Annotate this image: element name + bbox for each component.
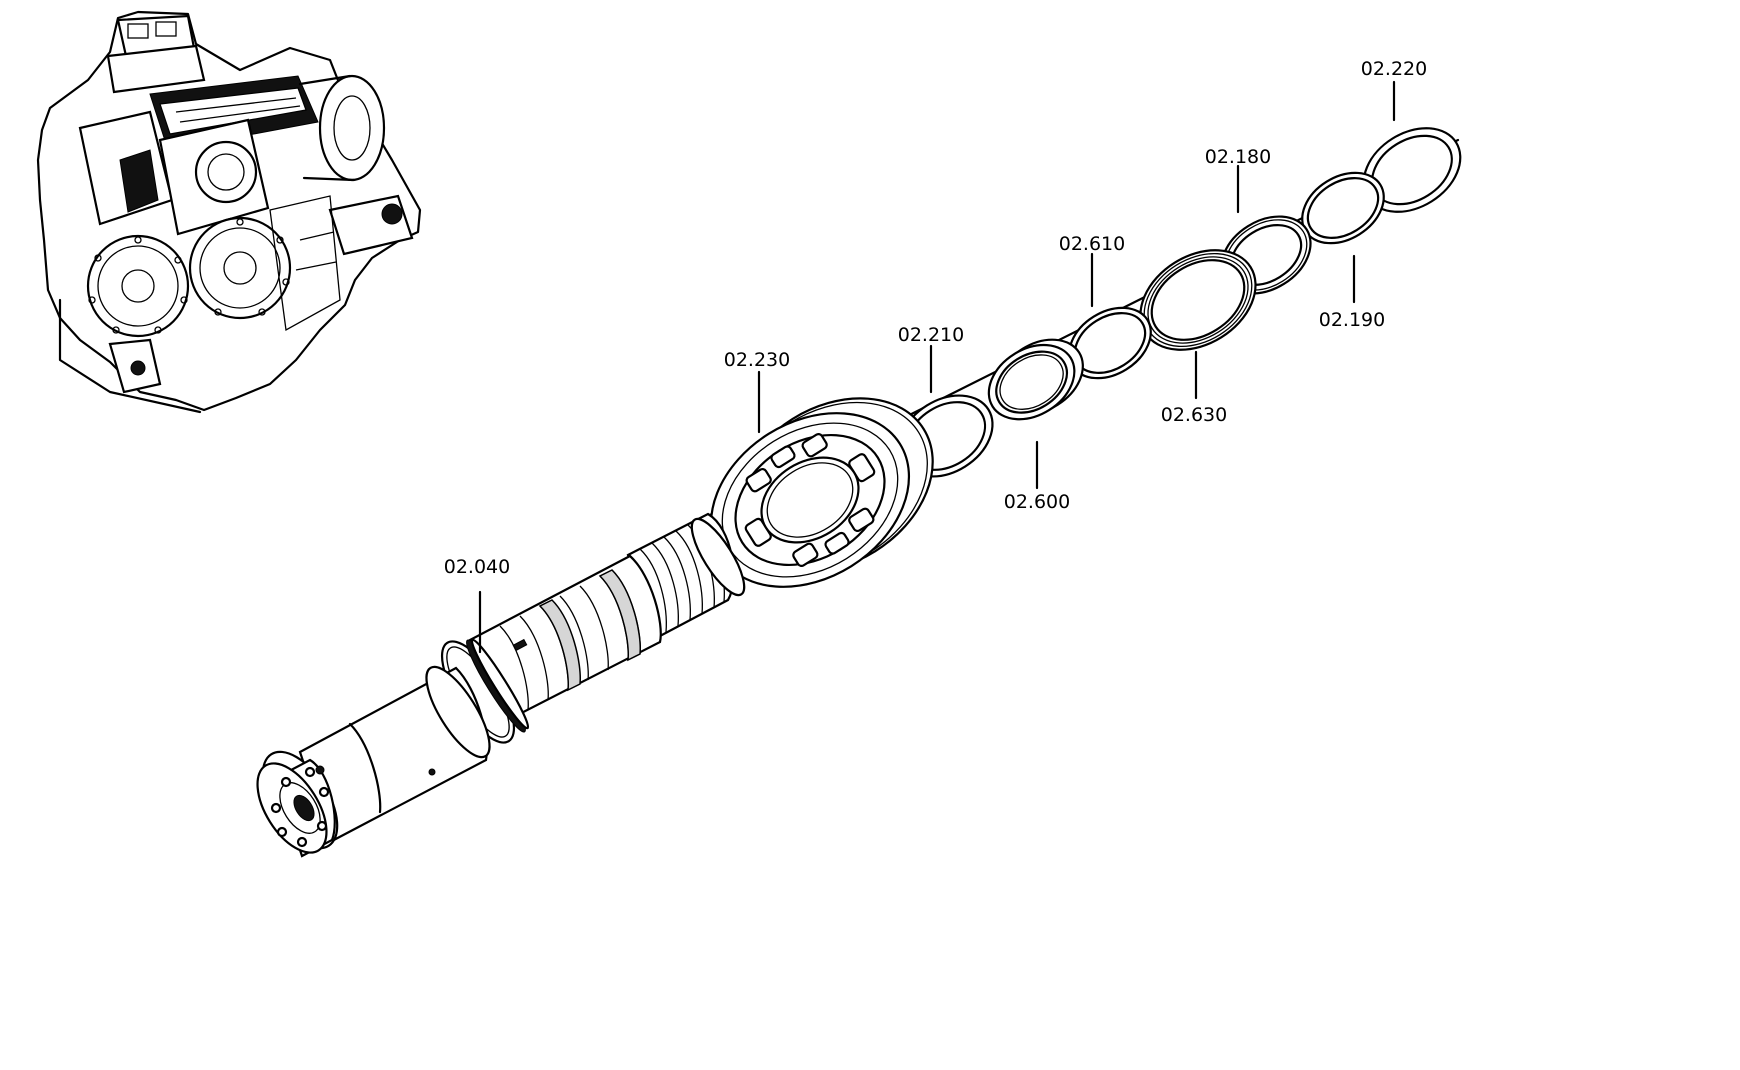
label-02-040: 02.040 xyxy=(444,556,510,578)
part-02-220-ring xyxy=(1362,127,1462,213)
label-02-220: 02.220 xyxy=(1361,58,1427,80)
part-02-630-seal-ring xyxy=(1139,249,1257,351)
part-02-230-roller-bearing xyxy=(709,397,934,588)
assembly-overview-thumbnail xyxy=(36,10,422,414)
label-02-600: 02.600 xyxy=(1004,491,1070,513)
label-02-190: 02.190 xyxy=(1319,309,1385,331)
label-02-180: 02.180 xyxy=(1205,146,1271,168)
part-02-610-o-ring xyxy=(1068,306,1152,380)
label-02-230: 02.230 xyxy=(724,349,790,371)
leader-lines xyxy=(478,80,1396,654)
part-02-190-snap-ring xyxy=(1301,171,1385,245)
part-02-600-sleeve xyxy=(987,338,1084,421)
label-02-210: 02.210 xyxy=(898,324,964,346)
label-02-630: 02.630 xyxy=(1161,404,1227,426)
part-02-040-shaft xyxy=(256,512,746,858)
part-labels: 02.220 02.180 02.190 02.610 02.630 02.21… xyxy=(444,58,1427,578)
label-02-610: 02.610 xyxy=(1059,233,1125,255)
